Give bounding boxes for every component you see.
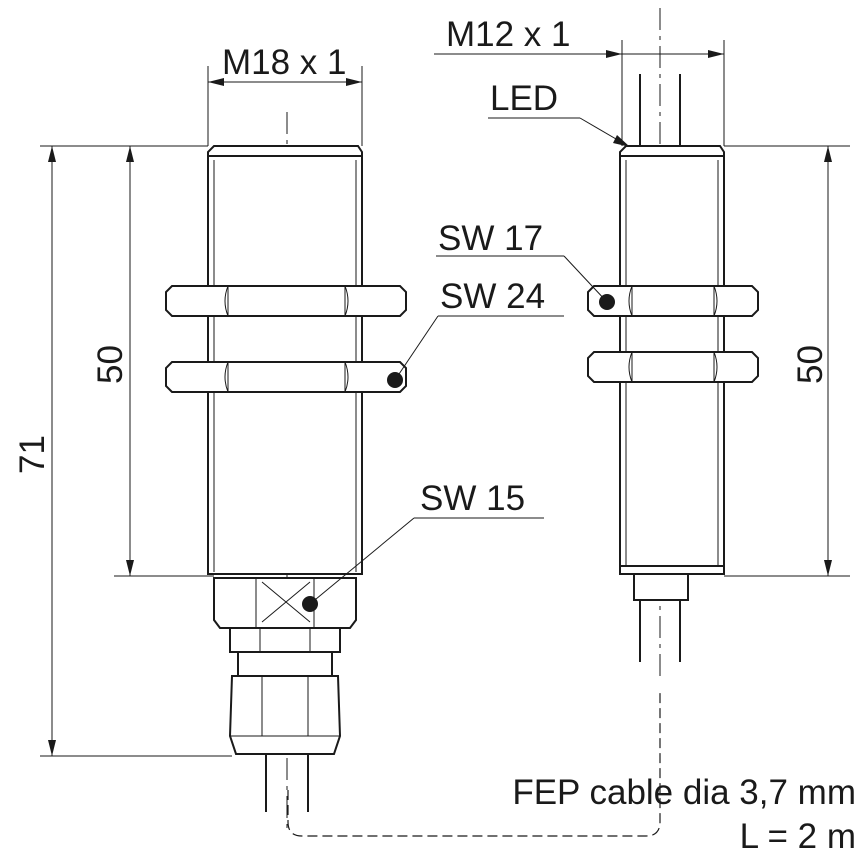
- m18-nut-lower: [165, 361, 407, 393]
- label-m18: M18 x 1: [222, 43, 347, 82]
- label-sw15: SW 15: [420, 479, 525, 518]
- m18-sensor: [165, 112, 407, 830]
- sw17-leader: [436, 255, 608, 303]
- dim-50-left: [114, 145, 214, 577]
- m18-gland-nut: [228, 675, 342, 755]
- cable-path: [287, 690, 661, 837]
- dim-71: [40, 145, 232, 757]
- sw24-leader: [394, 315, 564, 381]
- m12-nut-upper: [587, 285, 759, 317]
- dim-m18: [207, 66, 363, 146]
- label-sw17: SW 17: [438, 219, 543, 258]
- label-sw24: SW 24: [440, 277, 545, 316]
- cable-note-line2: L = 2 m: [740, 817, 856, 856]
- sw15-leader: [309, 517, 544, 605]
- dim-m12: [434, 40, 725, 146]
- label-led: LED: [490, 79, 558, 118]
- label-50-right: 50: [791, 345, 830, 384]
- m18-gland-hex: [213, 577, 357, 629]
- m18-nut-upper: [165, 285, 407, 317]
- m12-nut-lower: [587, 351, 759, 383]
- m12-sensor: [587, 8, 759, 680]
- label-50-left: 50: [91, 345, 130, 384]
- m18-body: [207, 145, 363, 575]
- label-71: 71: [13, 435, 52, 474]
- cable-note-line1: FEP cable dia 3,7 mm: [512, 773, 856, 812]
- led-leader: [488, 117, 630, 147]
- label-m12: M12 x 1: [446, 15, 571, 54]
- dim-50-right: [724, 145, 850, 577]
